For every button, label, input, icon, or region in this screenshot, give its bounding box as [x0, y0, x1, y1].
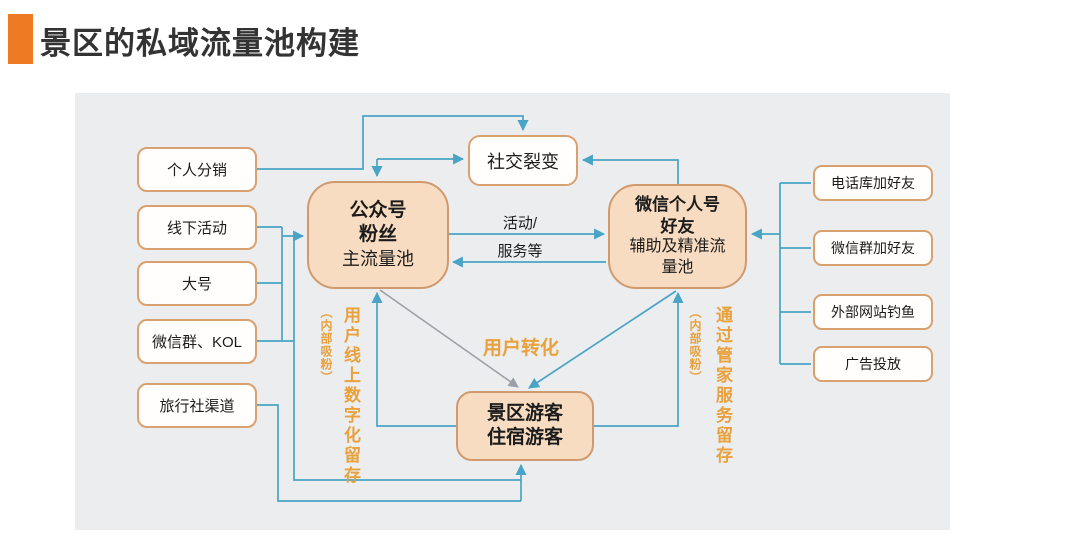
- source-advertising: 广告投放: [813, 346, 933, 382]
- label-right-retention: 通过管家服务留存: [713, 306, 732, 466]
- source-big-account: 大号: [137, 261, 257, 306]
- source-personal-distribution: 个人分销: [137, 147, 257, 192]
- edge-label-service: 服务等: [497, 243, 543, 260]
- source-wechat-group-kol: 微信群、KOL: [137, 319, 257, 364]
- edge-official-to-visitors: [379, 289, 519, 388]
- edge-personal-to-fission: [581, 154, 679, 184]
- node-social-fission: 社交裂变: [468, 135, 578, 186]
- node-personal-wechat-pool: 微信个人号 好友 辅助及精准流量池: [608, 184, 747, 289]
- label-right-retention-note: （内部吸粉）: [688, 306, 702, 384]
- label-left-retention-note: （内部吸粉）: [319, 306, 333, 384]
- edge-visitors-to-official: [371, 291, 456, 427]
- source-travel-agency: 旅行社渠道: [137, 383, 257, 428]
- source-offline-events: 线下活动: [137, 205, 257, 250]
- source-external-website: 外部网站钓鱼: [813, 294, 933, 330]
- title-bar: 景区的私域流量池构建: [0, 0, 1080, 93]
- node-official-account-pool: 公众号 粉丝 主流量池: [307, 181, 449, 289]
- label-user-conversion: 用户转化: [483, 338, 560, 359]
- label-left-retention: 用户线上数字化留存: [341, 306, 360, 486]
- connector-lines: [257, 115, 811, 502]
- page-title: 景区的私域流量池构建: [40, 26, 360, 61]
- title-accent-square: [8, 14, 33, 64]
- edge-personal-to-visitors: [528, 290, 677, 389]
- source-wechatgroup-friends: 微信群加好友: [813, 230, 933, 266]
- source-phonebook-friends: 电话库加好友: [813, 165, 933, 201]
- diagram-canvas: 个人分销 线下活动 大号 微信群、KOL 旅行社渠道 电话库加好友 微信群加好友…: [75, 93, 950, 530]
- edge-label-activity: 活动/: [502, 215, 538, 232]
- left-bus-drop: [293, 236, 521, 481]
- edge-travel-agency-drop: [257, 404, 521, 502]
- edge-visitors-to-personal: [594, 291, 684, 427]
- edge-distribution-to-fission: [257, 115, 529, 170]
- node-visitors-pool: 景区游客 住宿游客: [456, 391, 594, 461]
